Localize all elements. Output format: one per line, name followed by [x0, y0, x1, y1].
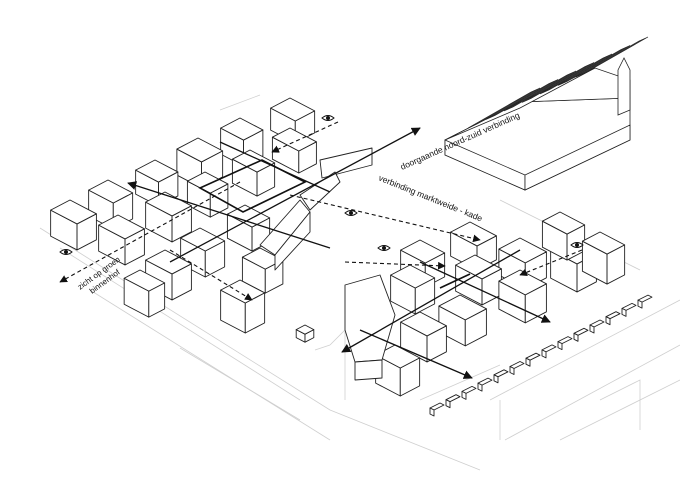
courtyard-outline: [198, 159, 307, 213]
courtyard-outline-east: [439, 273, 471, 289]
quay-block: [541, 344, 557, 359]
quay-block: [525, 352, 541, 367]
building-block: [135, 159, 179, 207]
quay-block: [589, 319, 605, 334]
building-block: [295, 324, 315, 343]
quay-block: [429, 402, 445, 417]
quay-block: [621, 302, 637, 317]
view-arrow-market: [169, 249, 253, 301]
curved-building-west: [259, 147, 373, 271]
view-arrow-west: [59, 181, 241, 283]
south-east-arrow: [359, 329, 473, 379]
quay-block: [493, 369, 509, 384]
eye-icon: [570, 242, 584, 248]
context-lines: [39, 94, 680, 471]
view-arrow-quay: [344, 261, 446, 270]
quay-block: [445, 394, 461, 409]
quay-block: [637, 294, 653, 309]
quay-block: [509, 361, 525, 375]
building-block: [541, 211, 586, 261]
building-block: [145, 191, 192, 243]
eye-icon: [377, 245, 391, 251]
building-block: [231, 149, 276, 197]
eye-icon: [321, 115, 335, 121]
building-block: [180, 227, 226, 278]
label-market-quay: verbinding marktweide - kade: [377, 173, 484, 224]
quay-row: [429, 294, 653, 417]
north-south-arrow: [169, 127, 421, 263]
building-block: [581, 231, 626, 285]
connection-arrows: [59, 121, 583, 379]
quay-block: [477, 377, 493, 392]
building-block: [438, 294, 487, 347]
view-arrow-center: [289, 194, 481, 243]
building-block: [450, 221, 497, 271]
building-block: [220, 279, 266, 334]
market-hall: [444, 36, 649, 191]
quay-block: [605, 311, 621, 326]
quay-block: [573, 327, 589, 342]
view-arrow-north: [271, 121, 339, 153]
eye-icon: [59, 249, 73, 255]
quay-block: [557, 336, 573, 351]
east-arrow-1: [419, 261, 551, 323]
building-block: [123, 269, 166, 318]
quay-block: [461, 385, 477, 400]
building-block: [50, 199, 97, 251]
west-arrow-1: [127, 181, 331, 249]
building-block: [400, 311, 447, 363]
building-block: [98, 214, 145, 266]
eye-icon: [344, 210, 358, 216]
center-arrow: [219, 141, 331, 193]
